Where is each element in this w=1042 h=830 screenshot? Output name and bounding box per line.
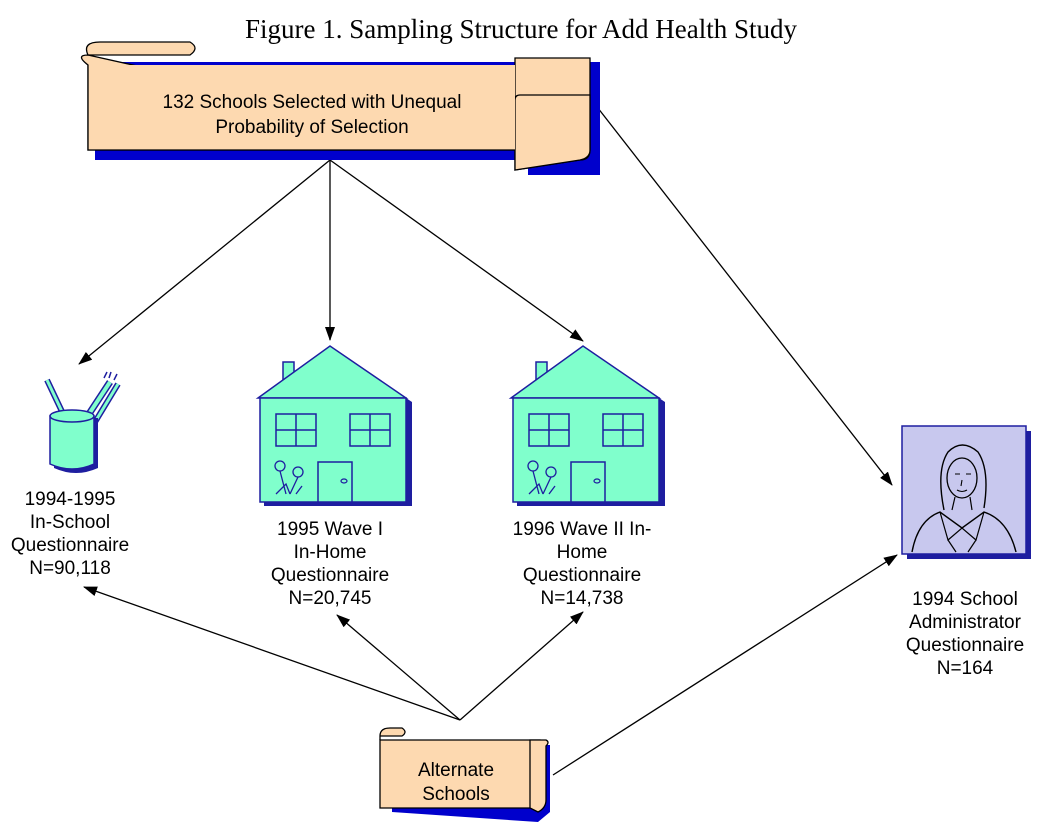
arrow-alternate-to-administrator [552, 554, 898, 776]
wave1-line4: N=20,745 [288, 588, 372, 609]
administrator-portrait-icon [901, 425, 1031, 559]
top-banner-line1: 132 Schools Selected with Unequal [163, 92, 462, 113]
house-icon [255, 345, 412, 506]
wave1-line1: 1995 Wave I [277, 519, 383, 540]
in-school-line2: In-School [29, 512, 111, 533]
connector-arrows [78, 102, 898, 776]
arrow-banner-to-in-school [78, 159, 331, 365]
administrator-label: 1994 School Administrator Questionnaire … [888, 588, 1042, 680]
arrow-banner-to-administrator [593, 102, 893, 486]
figure-title: Figure 1. Sampling Structure for Add Hea… [245, 14, 797, 44]
arrow-alternate-to-wave2 [459, 611, 584, 721]
bottom-scroll-banner: Alternate Schools [379, 727, 550, 822]
bottom-banner-line1: Alternate [418, 760, 494, 781]
in-school-line4: N=90,118 [29, 558, 111, 579]
arrow-banner-to-wave2 [329, 159, 584, 342]
top-banner-right-fold [514, 94, 591, 171]
arrow-alternate-to-in-school [83, 586, 461, 721]
top-banner-line2: Probability of Selection [215, 117, 408, 138]
wave2-line4: N=14,738 [540, 588, 624, 609]
administrator-line3: Questionnaire [905, 635, 1025, 656]
wave1-line2: In-Home [293, 542, 367, 563]
in-school-label: 1994-1995 In-School Questionnaire N=90,1… [0, 488, 140, 580]
wave1-line3: Questionnaire [270, 565, 390, 586]
wave2-line1: 1996 Wave II In- [512, 519, 652, 540]
administrator-line4: N=164 [936, 658, 994, 679]
administrator-line1: 1994 School [912, 589, 1018, 610]
house-icon [508, 345, 665, 506]
wave2-line3: Questionnaire [522, 565, 642, 586]
pencil-cup-icon [44, 371, 121, 473]
wave2-label: 1996 Wave II In- Home Questionnaire N=14… [497, 518, 667, 610]
bottom-banner-line2: Schools [422, 784, 490, 805]
wave1-label: 1995 Wave I In-Home Questionnaire N=20,7… [250, 518, 410, 610]
in-school-line1: 1994-1995 [24, 489, 116, 510]
wave2-line2: Home [556, 542, 608, 563]
arrow-alternate-to-wave1 [336, 614, 461, 721]
in-school-line3: Questionnaire [10, 535, 130, 556]
administrator-line2: Administrator [909, 612, 1021, 633]
top-banner-left-curl [85, 41, 196, 56]
top-scroll-banner: 132 Schools Selected with Unequal Probab… [80, 41, 600, 175]
